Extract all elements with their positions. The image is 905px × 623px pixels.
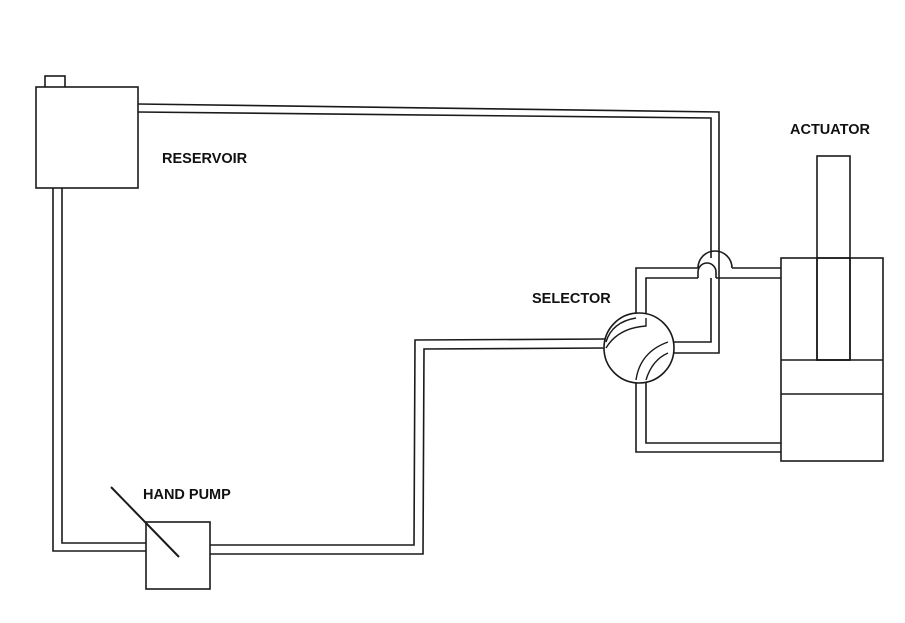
selector-passage-lower <box>635 341 669 381</box>
hand-pump-label: HAND PUMP <box>143 487 231 503</box>
hand-pump-handle <box>110 486 180 558</box>
actuator-up-line-pipe <box>635 250 781 318</box>
selector-label: SELECTOR <box>532 291 611 307</box>
pressure-line-pipe <box>210 338 607 555</box>
reservoir-tank <box>35 86 139 189</box>
reservoir <box>35 75 139 189</box>
actuator-label: ACTUATOR <box>790 122 871 138</box>
actuator <box>780 155 884 462</box>
reservoir-label: RESERVOIR <box>162 151 248 167</box>
return-line-pipe <box>137 103 720 354</box>
reservoir-cap <box>44 75 66 89</box>
selector-passage-upper <box>605 317 637 343</box>
hand-pump <box>110 486 211 590</box>
selector-valve <box>603 312 675 384</box>
actuator-down-line-pipe <box>635 380 781 453</box>
supply-line-pipe <box>52 188 146 552</box>
selector-valve-body <box>603 312 675 384</box>
